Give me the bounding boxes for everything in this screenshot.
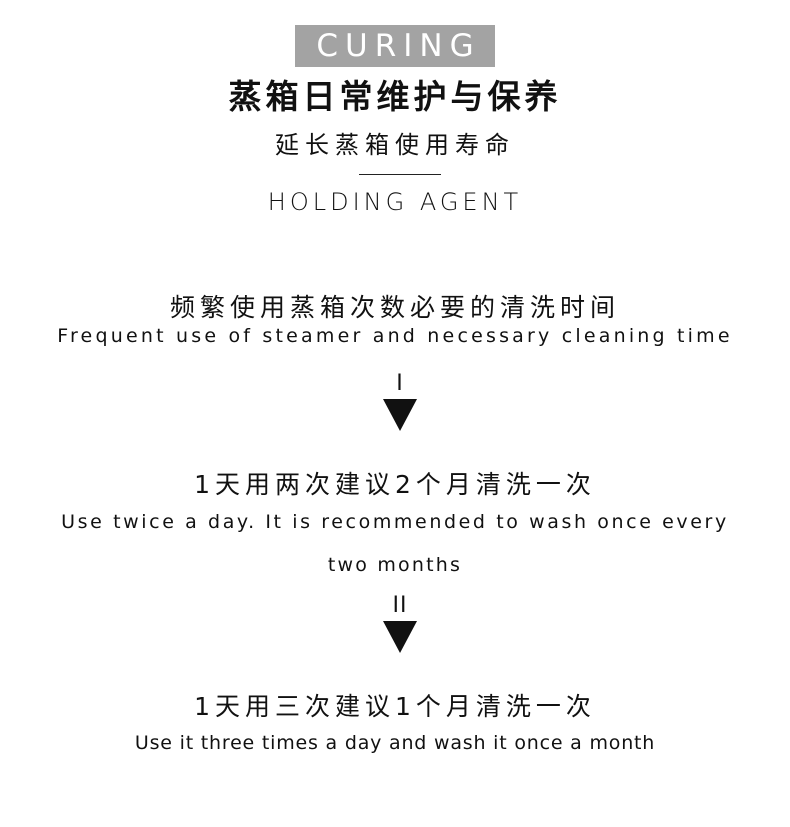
step-arrow-1: I bbox=[380, 371, 420, 431]
step-1-cn: 频繁使用蒸箱次数必要的清洗时间 bbox=[169, 293, 620, 322]
step-2-cn: 1天用两次建议2个月清洗一次 bbox=[194, 470, 596, 499]
divider-rule bbox=[359, 174, 441, 175]
down-arrow-icon bbox=[383, 621, 417, 653]
english-heading: HOLDING AGENT bbox=[267, 188, 523, 216]
step-2-en-line1: Use twice a day. It is recommended to wa… bbox=[61, 511, 729, 533]
step-3-cn: 1天用三次建议1个月清洗一次 bbox=[194, 692, 596, 721]
header-badge-wrap: CURING bbox=[0, 25, 790, 67]
page-subtitle: 延长蒸箱使用寿命 bbox=[275, 131, 515, 159]
step-1-en: Frequent use of steamer and necessary cl… bbox=[57, 325, 733, 347]
arrow-mark-2: II bbox=[392, 593, 408, 618]
step-2-en-line2: two months bbox=[327, 554, 463, 576]
arrow-mark-1: I bbox=[396, 371, 404, 396]
page-title: 蒸箱日常维护与保养 bbox=[228, 77, 562, 116]
down-arrow-icon bbox=[383, 399, 417, 431]
step-arrow-2: II bbox=[380, 593, 420, 653]
curing-badge: CURING bbox=[295, 25, 495, 67]
step-3-en: Use it three times a day and wash it onc… bbox=[134, 732, 656, 754]
